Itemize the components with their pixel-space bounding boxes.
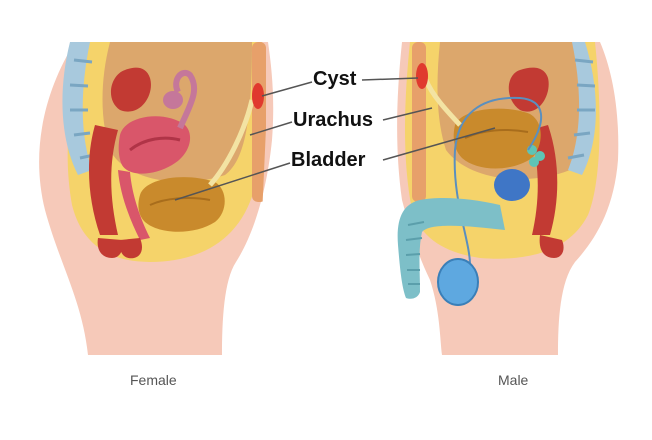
female-intestine — [110, 67, 151, 112]
cyst-leader-female — [261, 81, 313, 97]
female-vagina — [118, 170, 150, 240]
urachus-leader-female — [249, 121, 293, 136]
female-caption: Female — [130, 372, 177, 388]
urachus-leader-male — [382, 107, 433, 121]
female-figure — [39, 42, 274, 355]
male-intestine — [508, 67, 549, 112]
female-rectum — [88, 125, 118, 235]
leader-lines — [174, 77, 496, 201]
male-figure — [397, 42, 619, 355]
bladder-label: Bladder — [291, 149, 366, 171]
urachus-label: Urachus — [293, 109, 374, 131]
female-abdominal-wall — [252, 42, 266, 202]
cyst-label: Cyst — [313, 68, 357, 90]
male-prostate — [494, 169, 530, 201]
bladder-leader-male — [382, 127, 496, 161]
male-cyst — [416, 63, 428, 89]
male-pelvic-floor — [539, 235, 564, 258]
bladder-leader-female — [174, 162, 291, 201]
female-urachus — [208, 99, 255, 187]
male-testis — [437, 258, 479, 306]
cyst-leader-male — [361, 77, 419, 81]
male-bladder — [453, 108, 541, 169]
male-penis — [397, 197, 505, 299]
female-cyst — [252, 83, 264, 109]
male-urachus — [423, 78, 462, 127]
female-fallopian-tube — [173, 70, 198, 130]
female-ovary — [163, 91, 183, 109]
male-caption: Male — [498, 372, 529, 388]
female-pelvic-floor — [97, 238, 123, 258]
female-uterus — [118, 116, 191, 174]
